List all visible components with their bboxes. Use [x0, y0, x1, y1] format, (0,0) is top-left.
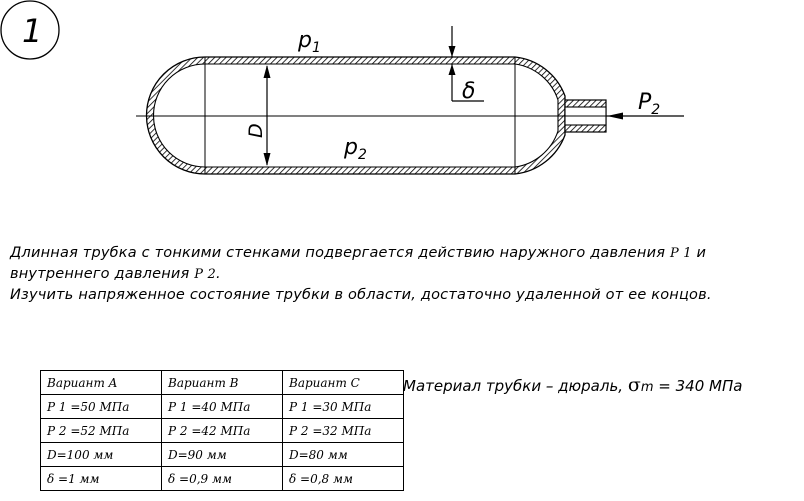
diameter-arrow-bottom	[263, 153, 271, 166]
problem-line-3: Изучить напряженное состояние трубки в о…	[10, 287, 712, 303]
table-cell: D=80 мм	[282, 442, 404, 467]
thickness-arrow-bottom	[448, 64, 456, 75]
sigma-symbol: σ	[627, 374, 641, 396]
material-note: Материал трубки – дюраль, σm = 340 МПа	[403, 374, 742, 396]
table-cell: P 1 =40 МПа	[161, 394, 283, 419]
problem-line-2-tail: .	[216, 266, 221, 282]
table-cell: D=100 мм	[40, 442, 162, 467]
figure-number-circle	[0, 0, 60, 60]
external-pressure-label: p1	[297, 28, 321, 56]
material-text: Материал трубки – дюраль,	[403, 377, 624, 395]
thickness-arrow-top	[448, 46, 456, 57]
table-row: Вариант A Вариант B Вариант C	[40, 370, 404, 395]
table-cell: P 1 =30 МПа	[282, 394, 404, 419]
end-force-arrow	[607, 112, 623, 120]
table-cell: P 1 =50 МПа	[40, 394, 162, 419]
tube-inner-contour	[152, 63, 559, 168]
diameter-label: D	[245, 123, 267, 138]
problem-line-1-text: Длинная трубка с тонкими стенками подвер…	[10, 245, 666, 261]
figure-number: 1	[22, 12, 42, 50]
table-cell: Вариант C	[282, 370, 404, 395]
external-pressure-symbol: P 1	[669, 246, 692, 261]
problem-line-2-text: внутреннего давления	[10, 266, 190, 282]
problem-line-1: Длинная трубка с тонкими стенками подвер…	[10, 243, 802, 264]
table-row: δ =1 мм δ =0,9 мм δ =0,8 мм	[40, 466, 404, 491]
table-cell: δ =0,8 мм	[282, 466, 404, 491]
tube-drawing: 1 D δ p1 p2 P2	[0, 0, 684, 175]
problem-line-1-tail: и	[696, 245, 707, 261]
diameter-arrow-top	[263, 65, 271, 78]
table-cell: δ =0,9 мм	[161, 466, 283, 491]
end-force-label: P2	[638, 90, 660, 118]
variants-table: Вариант A Вариант B Вариант C P 1 =50 МП…	[40, 370, 404, 491]
thickness-label: δ	[462, 79, 475, 104]
table-cell: δ =1 мм	[40, 466, 162, 491]
table-row: D=100 мм D=90 мм D=80 мм	[40, 442, 404, 467]
table-cell: P 2 =52 МПа	[40, 418, 162, 443]
problem-statement: Длинная трубка с тонкими стенками подвер…	[10, 243, 802, 306]
table-row: P 1 =50 МПа P 1 =40 МПа P 1 =30 МПа	[40, 394, 404, 419]
table-cell: Вариант B	[161, 370, 283, 395]
material-value: = 340 МПа	[658, 377, 743, 395]
problem-line-2: внутреннего давления P 2.	[10, 264, 802, 285]
table-cell: Вариант A	[40, 370, 162, 395]
table-cell: D=90 мм	[161, 442, 283, 467]
sigma-subscript: m	[640, 380, 654, 395]
internal-pressure-symbol: P 2	[194, 267, 217, 282]
internal-pressure-label: p2	[343, 135, 367, 163]
table-cell: P 2 =42 МПа	[161, 418, 283, 443]
table-row: P 2 =52 МПа P 2 =42 МПа P 2 =32 МПа	[40, 418, 404, 443]
table-cell: P 2 =32 МПа	[282, 418, 404, 443]
